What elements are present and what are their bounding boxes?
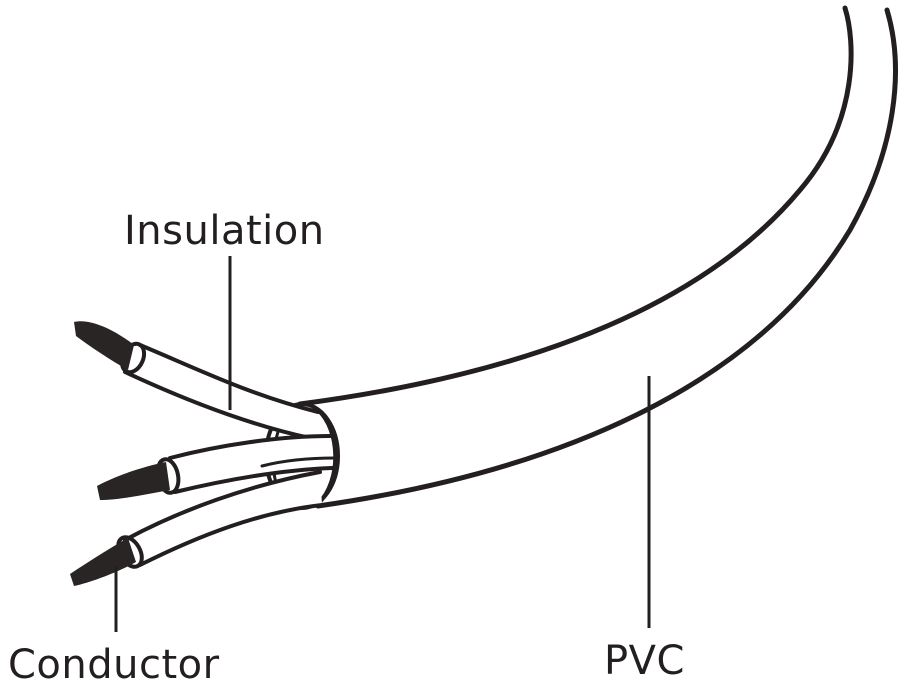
wire-bottom <box>70 470 324 586</box>
pvc-jacket <box>297 5 898 509</box>
conductor-strand-bottom <box>70 538 136 586</box>
conductor-strand-top <box>74 321 134 370</box>
conductor-strand-middle <box>97 462 170 500</box>
wire-middle <box>97 434 338 500</box>
insulation-label: Insulation <box>124 208 325 254</box>
pvc-label: PVC <box>604 638 685 684</box>
conductor-label: Conductor <box>8 642 220 688</box>
wire-top <box>74 321 320 440</box>
